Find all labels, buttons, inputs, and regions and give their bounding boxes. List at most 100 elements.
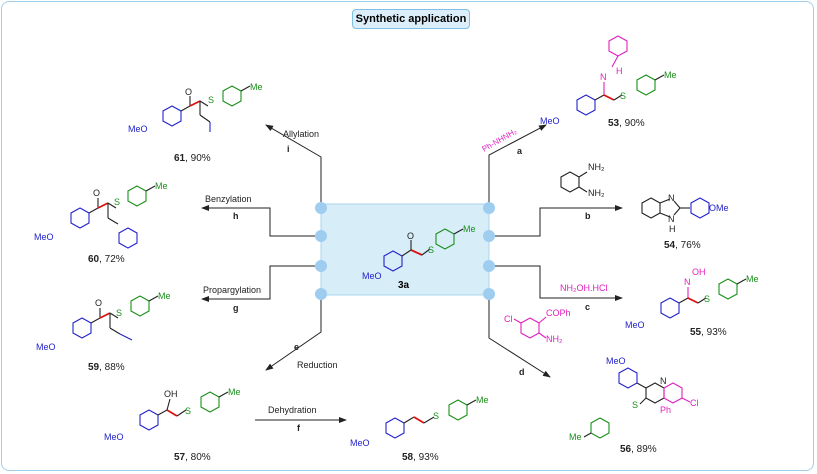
55-oh: OH	[692, 267, 706, 277]
60-s: S	[114, 197, 120, 207]
59-label: 59, 88%	[88, 362, 125, 373]
57-oh: OH	[164, 389, 178, 399]
dot-right-3	[483, 260, 495, 272]
55-me: Me	[746, 274, 759, 284]
56-ph: Ph	[660, 405, 671, 415]
56-cl: Cl	[690, 398, 699, 408]
reagent-b	[560, 171, 588, 193]
compound-57	[139, 391, 229, 431]
61-me: Me	[250, 82, 263, 92]
59-s: S	[116, 308, 122, 318]
compound-53	[576, 35, 665, 116]
54-ome: OMe	[709, 203, 729, 213]
58-s: S	[433, 411, 439, 421]
connector-dots	[315, 202, 495, 300]
55-s: S	[704, 294, 710, 304]
arrow-a	[488, 124, 547, 202]
compound-60	[70, 185, 156, 249]
reagent-d-nh2: NH₂	[546, 334, 563, 344]
53-label: 53, 90%	[608, 118, 645, 129]
cond-allylation: Allylation	[283, 129, 319, 139]
letter-b: b	[585, 211, 591, 221]
59-me: Me	[158, 291, 171, 301]
3a-s: S	[428, 245, 434, 255]
53-n: N	[600, 72, 607, 82]
dot-left-4	[315, 288, 327, 300]
61-o: O	[185, 87, 192, 97]
letter-g: g	[233, 303, 239, 313]
56-s: S	[632, 400, 638, 410]
54-h: H	[669, 224, 676, 234]
53-h: H	[616, 66, 623, 76]
compound-55	[660, 278, 747, 319]
60-o: O	[93, 188, 100, 198]
arrow-i	[265, 124, 322, 202]
55-label: 55, 93%	[690, 327, 727, 338]
59-o: O	[95, 298, 102, 308]
56-meo: MeO	[606, 356, 626, 366]
compound-56	[583, 367, 691, 439]
55-meo: MeO	[625, 320, 645, 330]
58-label: 58, 93%	[402, 452, 439, 463]
compound-59	[72, 295, 159, 341]
letter-e: e	[294, 342, 299, 352]
53-me: Me	[664, 70, 677, 80]
3a-meo: MeO	[362, 271, 382, 281]
compound-54	[641, 197, 710, 219]
61-label: 61, 90%	[174, 153, 211, 164]
reagent-d	[513, 316, 547, 339]
3a-o: O	[407, 231, 414, 241]
letter-i: i	[287, 144, 290, 154]
arrow-b	[495, 205, 623, 237]
arrow-c	[495, 265, 623, 301]
60-me: Me	[155, 181, 168, 191]
57-meo: MeO	[104, 432, 124, 442]
54-label: 54, 76%	[664, 240, 701, 251]
letter-c: c	[585, 302, 590, 312]
dot-left-3	[315, 260, 327, 272]
letter-f: f	[297, 423, 301, 433]
compound-61	[162, 85, 251, 132]
3a-me: Me	[463, 224, 476, 234]
dot-left-2	[315, 230, 327, 242]
dot-right-1	[483, 202, 495, 214]
arrow-h	[201, 205, 315, 237]
arrow-g	[201, 265, 315, 302]
reagent-d-cl: Cl	[504, 314, 513, 324]
reagent-b-nh2-top: NH₂	[588, 162, 605, 172]
56-me: Me	[569, 432, 582, 442]
56-n: N	[660, 376, 667, 386]
60-label: 60, 72%	[88, 254, 125, 265]
56-label: 56, 89%	[620, 444, 657, 455]
59-meo: MeO	[36, 342, 56, 352]
cond-reduction: Reduction	[297, 360, 338, 370]
53-s: S	[620, 91, 626, 101]
cond-nh2oh-hcl: NH₂OH.HCl	[560, 283, 608, 293]
compound-3a	[383, 228, 464, 272]
cond-dehydration: Dehydration	[268, 405, 317, 415]
dot-right-4	[483, 288, 495, 300]
letter-a: a	[517, 146, 523, 156]
letter-h: h	[233, 211, 239, 221]
57-s: S	[185, 406, 191, 416]
3a-label: 3a	[398, 280, 410, 291]
58-me: Me	[476, 395, 489, 405]
letter-d: d	[519, 367, 525, 377]
61-s: S	[208, 95, 214, 105]
cond-propargylation: Propargylation	[203, 285, 261, 295]
arrow-e	[265, 300, 322, 371]
dot-right-2	[483, 230, 495, 242]
54-nh: N	[668, 214, 675, 224]
54-n: N	[668, 193, 675, 203]
scheme-title: Synthetic application	[352, 9, 470, 29]
55-n: N	[684, 277, 691, 287]
arrow-d	[488, 300, 551, 378]
57-me: Me	[228, 387, 241, 397]
cond-benzylation: Benzylation	[205, 194, 252, 204]
60-meo: MeO	[34, 232, 54, 242]
58-meo: MeO	[350, 438, 370, 448]
center-box	[320, 203, 490, 296]
reagent-b-nh2-bottom: NH₂	[588, 188, 605, 198]
